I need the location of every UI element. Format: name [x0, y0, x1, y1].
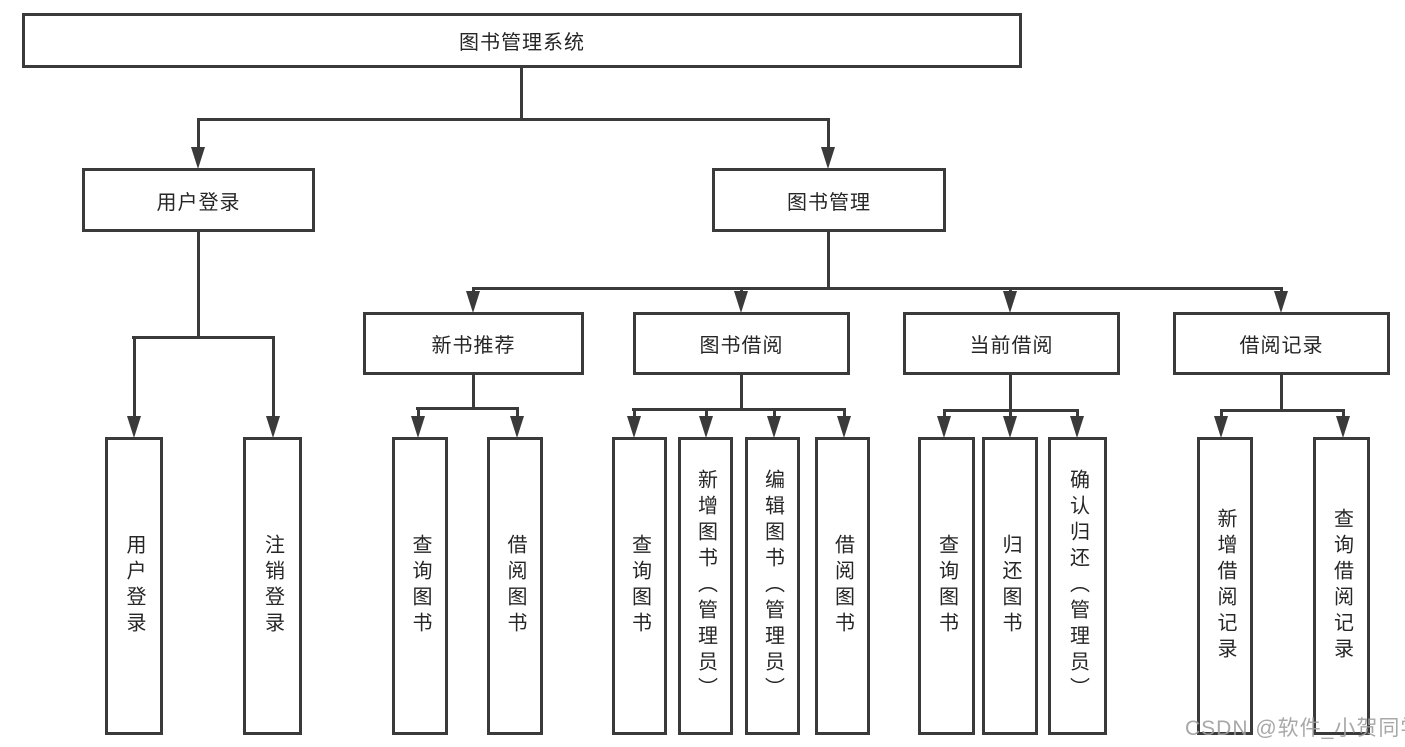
leaf-records-add-record: 新增借阅记录 — [1197, 437, 1253, 735]
arrowhead-icon — [821, 147, 835, 169]
edge-login-trunk — [197, 232, 200, 339]
arrowhead-icon — [767, 416, 781, 438]
arrowhead-icon — [734, 291, 748, 313]
arrowhead-icon — [466, 291, 480, 313]
node-new-book-recommend: 新书推荐 — [363, 312, 584, 375]
leaf-borrow-borrow-books-label: 借阅图书 — [831, 534, 854, 638]
arrowhead-icon — [837, 416, 851, 438]
leaf-current-return-books-label: 归还图书 — [999, 534, 1021, 638]
node-book-borrow-label: 图书借阅 — [699, 335, 784, 357]
leaf-logout: 注销登录 — [243, 437, 302, 735]
arrowhead-icon — [266, 416, 280, 438]
node-library-system-label: 图书管理系统 — [459, 32, 585, 54]
leaf-recommend-query-books-label: 查询图书 — [409, 534, 431, 638]
node-new-book-recommend-label: 新书推荐 — [431, 335, 516, 357]
leaf-borrow-edit-books-admin: 编辑图书（管理员） — [745, 437, 800, 735]
arrowhead-icon — [1003, 291, 1017, 313]
leaf-user-login-label: 用户登录 — [123, 534, 145, 638]
leaf-records-add-record-label: 新增借阅记录 — [1214, 508, 1236, 664]
edge-stem-recommend-2 — [516, 407, 519, 418]
arrowhead-icon — [1336, 416, 1350, 438]
edge-stem-current-3 — [1076, 409, 1079, 418]
edge-records-trunk — [1280, 375, 1283, 412]
node-book-borrow: 图书借阅 — [633, 312, 850, 375]
edge-stem-login-2 — [272, 336, 275, 417]
arrowhead-icon — [627, 416, 641, 438]
edge-stem-borrow-1 — [633, 408, 636, 418]
leaf-borrow-query-books: 查询图书 — [612, 437, 667, 735]
leaf-recommend-query-books: 查询图书 — [392, 437, 448, 735]
node-book-management-label: 图书管理 — [787, 191, 871, 214]
edge-stem-records-1 — [1220, 409, 1223, 418]
arrowhead-icon — [1070, 416, 1084, 438]
edge-stem-current-1 — [943, 409, 946, 418]
edge-management-hbar — [472, 287, 1283, 290]
edge-login-hbar — [132, 336, 274, 339]
edge-recommend-hbar — [416, 407, 518, 410]
edge-stem-user-login — [197, 118, 200, 150]
arrowhead-icon — [191, 147, 205, 169]
leaf-current-query-books-label: 查询图书 — [935, 534, 958, 638]
node-current-borrow-label: 当前借阅 — [969, 335, 1054, 357]
node-book-management: 图书管理 — [712, 168, 946, 232]
edge-stem-borrow-3 — [773, 408, 776, 418]
edge-stem-current-2 — [1009, 409, 1012, 418]
edge-stem-login-1 — [133, 336, 136, 417]
csdn-watermark: CSDN @软件_小贺同学 — [1185, 717, 1405, 740]
edge-stem-recommend-1 — [417, 407, 420, 418]
arrowhead-icon — [127, 416, 141, 438]
node-library-system: 图书管理系统 — [22, 13, 1022, 68]
leaf-recommend-borrow-books-label: 借阅图书 — [504, 534, 526, 638]
leaf-borrow-add-books-admin: 新增图书（管理员） — [678, 437, 733, 735]
edge-root-hbar — [197, 118, 830, 121]
node-current-borrow: 当前借阅 — [903, 312, 1120, 375]
edge-stem-book-management — [827, 118, 830, 150]
leaf-records-query-record: 查询借阅记录 — [1313, 437, 1370, 735]
arrowhead-icon — [1003, 416, 1017, 438]
arrowhead-icon — [937, 416, 951, 438]
edge-management-trunk — [827, 232, 830, 290]
arrowhead-icon — [510, 416, 524, 438]
leaf-user-login: 用户登录 — [105, 437, 163, 735]
edge-borrow-trunk — [740, 375, 743, 411]
edge-stem-borrow-4 — [843, 408, 846, 418]
node-borrow-records: 借阅记录 — [1173, 312, 1390, 375]
node-user-login: 用户登录 — [82, 168, 315, 232]
leaf-current-confirm-return-admin-label: 确认归还（管理员） — [1066, 469, 1089, 703]
leaf-borrow-edit-books-admin-label: 编辑图书（管理员） — [761, 469, 784, 703]
leaf-current-query-books: 查询图书 — [918, 437, 975, 735]
arrowhead-icon — [411, 416, 425, 438]
leaf-borrow-borrow-books: 借阅图书 — [815, 437, 870, 735]
leaf-current-return-books: 归还图书 — [982, 437, 1038, 735]
edge-root-trunk — [520, 66, 523, 118]
node-user-login-label: 用户登录 — [156, 191, 241, 214]
leaf-logout-label: 注销登录 — [261, 534, 284, 638]
arrowhead-icon — [1214, 416, 1228, 438]
arrowhead-icon — [1274, 291, 1288, 313]
leaf-records-query-record-label: 查询借阅记录 — [1330, 508, 1353, 664]
edge-stem-records-2 — [1342, 409, 1345, 418]
edge-recommend-trunk — [472, 375, 475, 410]
arrowhead-icon — [699, 416, 713, 438]
edge-stem-borrow-2 — [705, 408, 708, 418]
node-borrow-records-label: 借阅记录 — [1239, 335, 1324, 357]
leaf-borrow-query-books-label: 查询图书 — [628, 534, 651, 638]
edge-records-hbar — [1220, 409, 1345, 412]
leaf-recommend-borrow-books: 借阅图书 — [487, 437, 543, 735]
edge-borrow-hbar — [632, 408, 845, 411]
leaf-current-confirm-return-admin: 确认归还（管理员） — [1048, 437, 1107, 735]
edge-current-trunk — [1009, 375, 1012, 412]
leaf-borrow-add-books-admin-label: 新增图书（管理员） — [694, 469, 717, 703]
